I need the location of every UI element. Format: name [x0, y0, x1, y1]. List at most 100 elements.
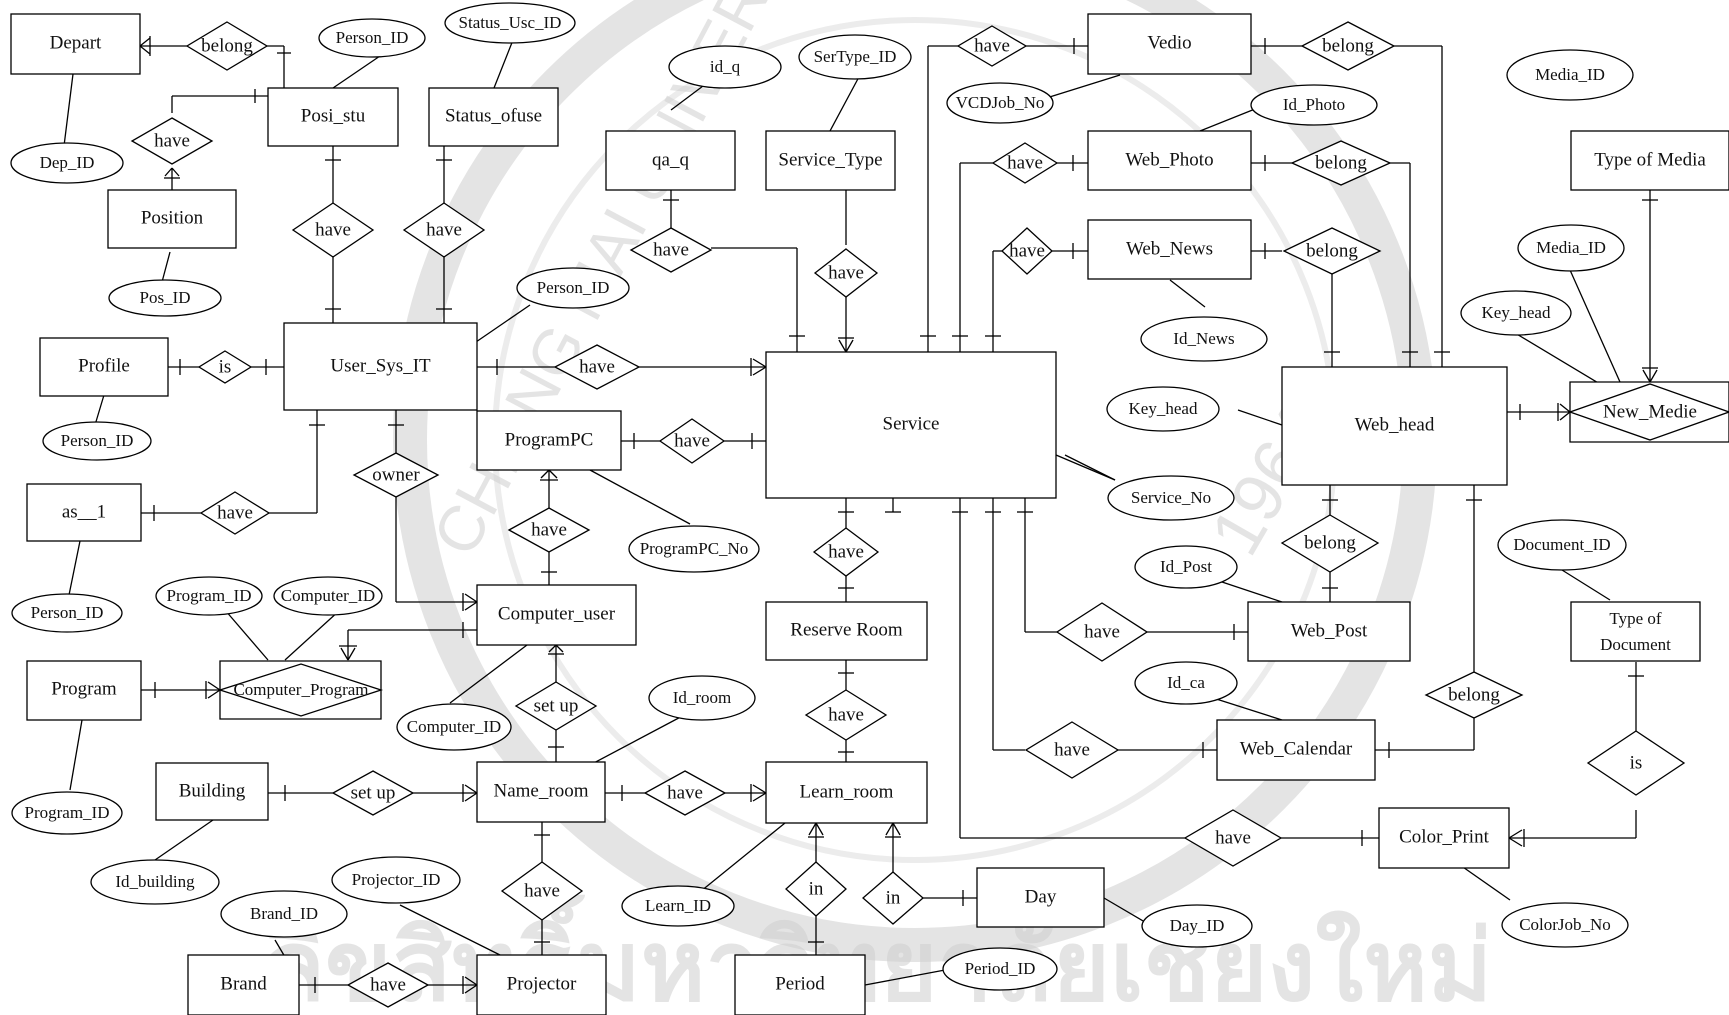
rel-in-period: in [785, 861, 847, 917]
entity-status-ofuse-label: Status_ofuse [445, 105, 542, 126]
entity-type-of-document-label-1: Type of [1609, 609, 1661, 628]
attr-id-ca: Id_ca [1134, 661, 1238, 705]
relationships: belong have have have is owner have have… [130, 21, 1729, 1008]
attr-document-id-label: Document_ID [1513, 535, 1610, 554]
entity-posi-stu-label: Posi_stu [301, 105, 366, 126]
rel-have-news: have [1001, 227, 1053, 275]
rel-belong-depart-label: belong [201, 35, 253, 56]
attr-computer-id-cu-label: Computer_ID [407, 717, 501, 736]
rel-set-up-cu: set up [514, 681, 598, 731]
entity-projector-label: Projector [507, 973, 577, 994]
entity-web-post: Web_Post [1247, 601, 1411, 662]
attr-computer-id-cp: Computer_ID [273, 576, 383, 616]
entity-building-label: Building [179, 780, 246, 801]
rel-is-profile: is [197, 350, 253, 384]
entity-web-news: Web_News [1087, 219, 1252, 280]
entity-web-post-label: Web_Post [1291, 620, 1368, 641]
attr-person-id-as1: Person_ID [11, 593, 123, 633]
attr-media-id-top: Media_ID [1506, 49, 1634, 101]
rel-have-color-label: have [1215, 827, 1251, 848]
attr-service-no-label: Service_No [1131, 488, 1211, 507]
attr-sertype-id: SerType_ID [798, 34, 912, 80]
rel-new-medie-label: New_Medie [1603, 401, 1697, 422]
entity-color-print: Color_Print [1378, 807, 1510, 869]
rel-have-news-label: have [1009, 240, 1045, 261]
entity-web-calendar: Web_Calendar [1216, 719, 1376, 781]
rel-have-servtype: have [813, 248, 879, 298]
entity-learn-room: Learn_room [765, 761, 928, 824]
rel-have-name-learn: have [643, 770, 727, 816]
entity-service-type: Service_Type [765, 130, 896, 191]
entity-day: Day [976, 867, 1105, 928]
entity-period: Period [734, 954, 866, 1015]
entity-computer-user-label: Computer_user [498, 603, 616, 624]
attr-period-id-label: Period_ID [965, 959, 1036, 978]
attr-key-head-left: Key_head [1106, 386, 1220, 432]
attr-person-id-profile-label: Person_ID [61, 431, 134, 450]
attr-vcdjob-no: VCDJob_No [946, 82, 1054, 124]
rel-have-learn-label: have [828, 704, 864, 725]
rel-have-service-user: have [553, 344, 641, 390]
attr-person-id-posi-label: Person_ID [336, 28, 409, 47]
entity-profile-label: Profile [78, 355, 130, 376]
attr-id-q: id_q [668, 45, 782, 89]
entity-depart-label: Depart [50, 32, 102, 53]
rel-have-position-label: have [154, 130, 190, 151]
entity-user-sys-it: User_Sys_IT [283, 322, 478, 411]
attr-programpc-no: ProgramPC_No [628, 525, 760, 573]
rel-have-pc-service: have [658, 418, 726, 464]
rel-have-photo-label: have [1007, 152, 1043, 173]
rel-have-posi: have [291, 202, 375, 258]
entity-program: Program [26, 660, 142, 721]
attr-media-id-top-label: Media_ID [1535, 65, 1605, 84]
attr-learn-id-label: Learn_ID [645, 896, 711, 915]
attr-colorjob-no-label: ColorJob_No [1519, 915, 1611, 934]
attr-vcdjob-no-label: VCDJob_No [956, 93, 1045, 112]
entity-service-label: Service [883, 413, 940, 434]
attr-id-building-label: Id_building [115, 872, 195, 891]
attr-day-id: Day_ID [1141, 904, 1253, 948]
rel-have-post: have [1055, 602, 1149, 662]
entity-color-print-label: Color_Print [1399, 826, 1489, 847]
rel-belong-photo-label: belong [1315, 152, 1367, 173]
rel-new-medie: New_Medie [1568, 381, 1729, 443]
attr-status-use-id-label: Status_Usc_ID [459, 13, 562, 32]
rel-in-day: in [862, 871, 924, 925]
rel-belong-photo: belong [1290, 140, 1392, 186]
rel-have-name-learn-label: have [667, 782, 703, 803]
attr-brand-id-label: Brand_ID [250, 904, 318, 923]
attr-key-head-right: Key_head [1460, 290, 1572, 336]
rel-have-service-user-label: have [579, 356, 615, 377]
rel-set-up-building: set up [331, 770, 415, 816]
attr-id-photo-label: Id_Photo [1283, 95, 1345, 114]
entity-as-1-label: as__1 [62, 501, 106, 522]
entity-service-type-label: Service_Type [778, 149, 882, 170]
entity-type-of-document: Type of Document [1570, 601, 1701, 662]
entity-as-1: as__1 [26, 483, 142, 542]
rel-have-pc-cu: have [507, 507, 591, 553]
attr-id-news: Id_News [1140, 316, 1268, 362]
entity-name-room-label: Name_room [494, 780, 589, 801]
entity-status-ofuse: Status_ofuse [428, 87, 559, 147]
entity-web-photo: Web_Photo [1087, 130, 1252, 191]
rel-have-vedio-label: have [974, 35, 1010, 56]
attr-program-id-cp-label: Program_ID [167, 586, 252, 605]
attr-computer-id-cp-label: Computer_ID [281, 586, 375, 605]
attr-media-id-mid: Media_ID [1517, 224, 1625, 272]
entity-posi-stu: Posi_stu [267, 87, 399, 147]
rel-have-pc-cu-label: have [531, 519, 567, 540]
rel-have-servtype-label: have [828, 262, 864, 283]
attr-learn-id: Learn_ID [621, 885, 735, 927]
attr-id-building: Id_building [90, 859, 220, 905]
rel-have-post-label: have [1084, 621, 1120, 642]
attr-person-id-user: Person_ID [516, 267, 630, 309]
attr-service-no: Service_No [1107, 475, 1235, 521]
entity-position: Position [107, 189, 237, 249]
rel-have-qa: have [629, 227, 713, 273]
rel-is-profile-label: is [219, 356, 232, 377]
attr-period-id: Period_ID [942, 947, 1058, 991]
attr-id-q-label: id_q [710, 57, 741, 76]
entity-type-of-document-label-2: Document [1600, 635, 1671, 654]
attr-id-room-label: Id_room [673, 688, 732, 707]
rel-have-reserve-label: have [828, 541, 864, 562]
